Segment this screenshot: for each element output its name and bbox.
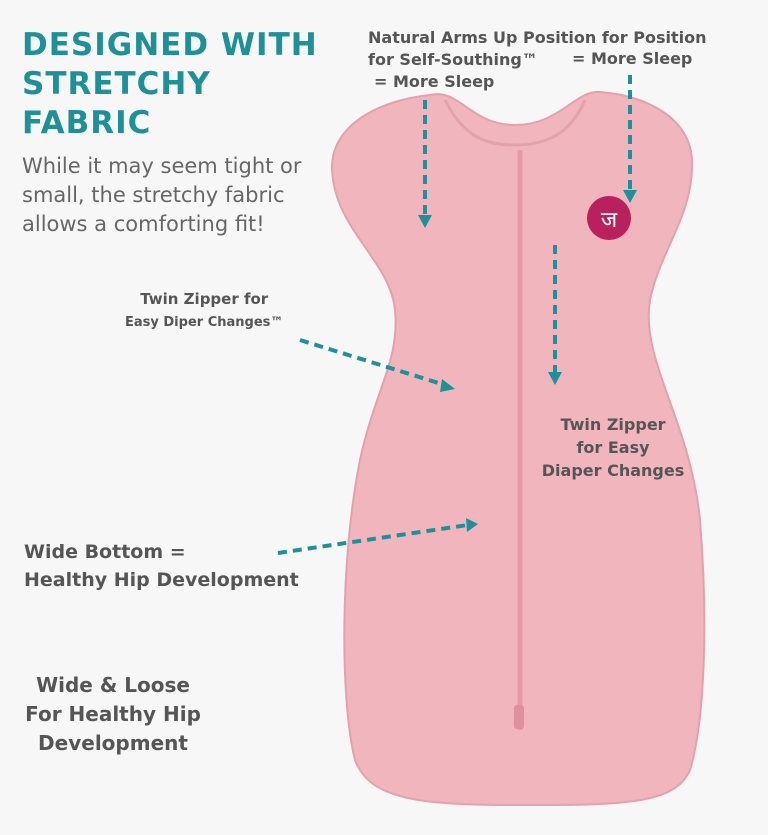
callout-zipper-left: Twin Zipper for Easy Diper Changes™ <box>125 287 283 335</box>
callout-line: Easy Diper Changes™ <box>125 315 284 330</box>
callout-zipper-right: Twin Zipper for Easy Diaper Changes <box>538 413 688 482</box>
arrow-zipper-left <box>299 338 446 387</box>
callout-line: Healthy Hip Development <box>24 569 299 591</box>
callout-line: for Easy <box>576 438 650 457</box>
callout-line: for Self-Southing™ <box>368 50 538 69</box>
callout-wide-bottom: Wide Bottom = Healthy Hip Development <box>24 538 299 594</box>
callout-line: Development <box>38 731 188 755</box>
callout-line: Natural Arms Up Position for Position <box>368 28 707 47</box>
callout-arms-up: Natural Arms Up Position for Position fo… <box>368 27 707 93</box>
headline-line: STRETCHY <box>22 66 211 102</box>
callout-more-sleep: = More Sleep <box>572 49 693 68</box>
callout-line: Diaper Changes <box>541 461 685 480</box>
headline-line: FABRIC <box>22 105 152 141</box>
callout-line: = More Sleep <box>374 72 495 91</box>
logo-glyph: ज <box>601 208 618 233</box>
callout-line: For Healthy Hip <box>25 702 201 726</box>
headline-line: DESIGNED WITH <box>22 27 318 63</box>
arrow-wide-bottom <box>277 523 469 555</box>
subtext: While it may seem tight or small, the st… <box>22 154 302 236</box>
brand-logo <box>587 196 631 240</box>
callout-line: Wide & Loose <box>36 673 190 697</box>
callout-line: Twin Zipper <box>560 415 666 434</box>
callout-line: Twin Zipper for <box>140 290 269 308</box>
collar <box>443 99 587 147</box>
callout-line: Wide Bottom = <box>24 541 186 563</box>
zipper-pull <box>514 705 524 729</box>
headline: DESIGNED WITH STRETCHY FABRIC <box>22 26 318 143</box>
callout-wide-loose: Wide & Loose For Healthy Hip Development <box>18 671 208 758</box>
